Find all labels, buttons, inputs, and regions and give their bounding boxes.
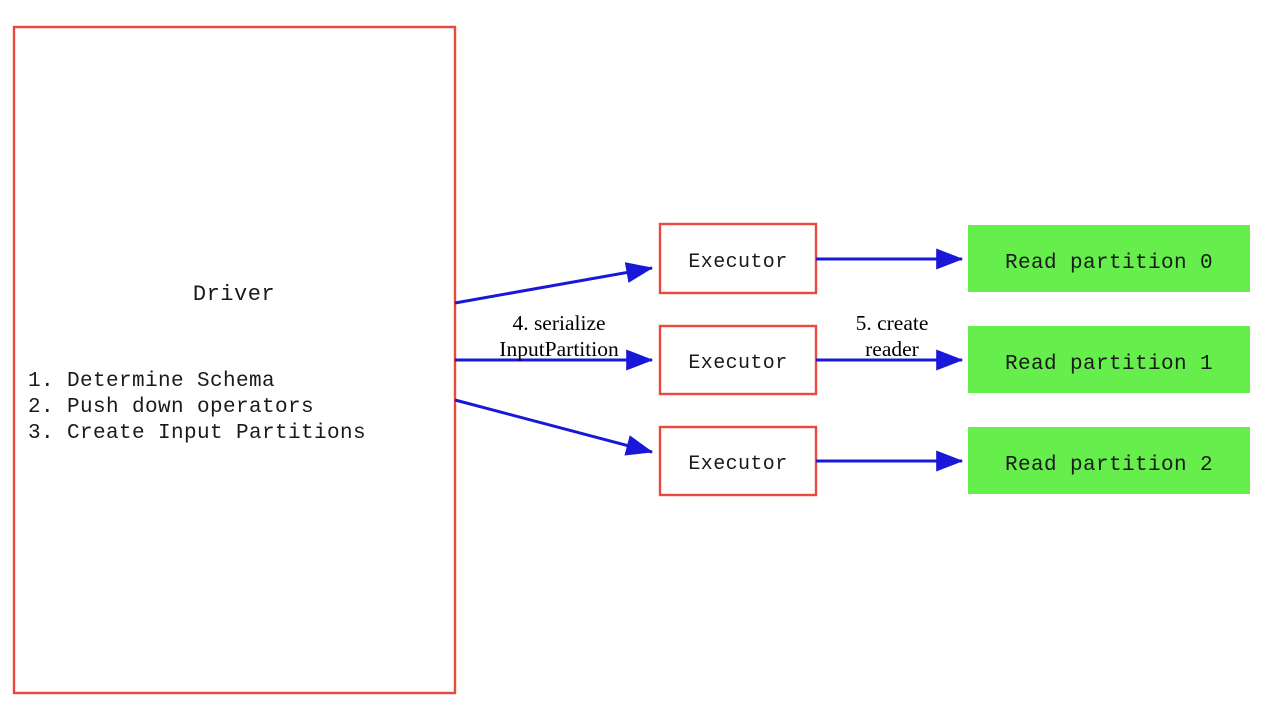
edge-label-serialize-line1: 4. serialize bbox=[512, 311, 605, 335]
driver-title: Driver bbox=[193, 282, 275, 307]
executor-box-1 bbox=[658, 222, 818, 295]
edge-label-create-reader-line2: reader bbox=[865, 337, 919, 361]
executor-box-2 bbox=[658, 324, 818, 396]
edge-label-serialize-line2: InputPartition bbox=[499, 337, 619, 361]
partition-label-1: Read partition 0 bbox=[1005, 252, 1213, 275]
partition-box-2 bbox=[968, 326, 1250, 393]
partition-label-3: Read partition 2 bbox=[1005, 454, 1213, 477]
executor-box-3 bbox=[658, 425, 818, 497]
arrow-driver-to-executor-1 bbox=[454, 262, 654, 305]
executor-label-2: Executor bbox=[688, 352, 787, 375]
executor-label-1: Executor bbox=[688, 251, 787, 274]
partition-label-2: Read partition 1 bbox=[1005, 353, 1213, 376]
partition-box-3 bbox=[968, 427, 1250, 494]
driver-box bbox=[12, 25, 457, 695]
partition-box-1 bbox=[968, 225, 1250, 292]
edge-label-create-reader-line1: 5. create bbox=[856, 311, 929, 335]
driver-step-1: 1. Determine Schema bbox=[28, 370, 275, 393]
executor-label-3: Executor bbox=[688, 453, 787, 476]
driver-step-2: 2. Push down operators bbox=[28, 396, 314, 419]
arrow-driver-to-executor-3 bbox=[454, 398, 654, 456]
driver-step-3: 3. Create Input Partitions bbox=[28, 422, 366, 445]
